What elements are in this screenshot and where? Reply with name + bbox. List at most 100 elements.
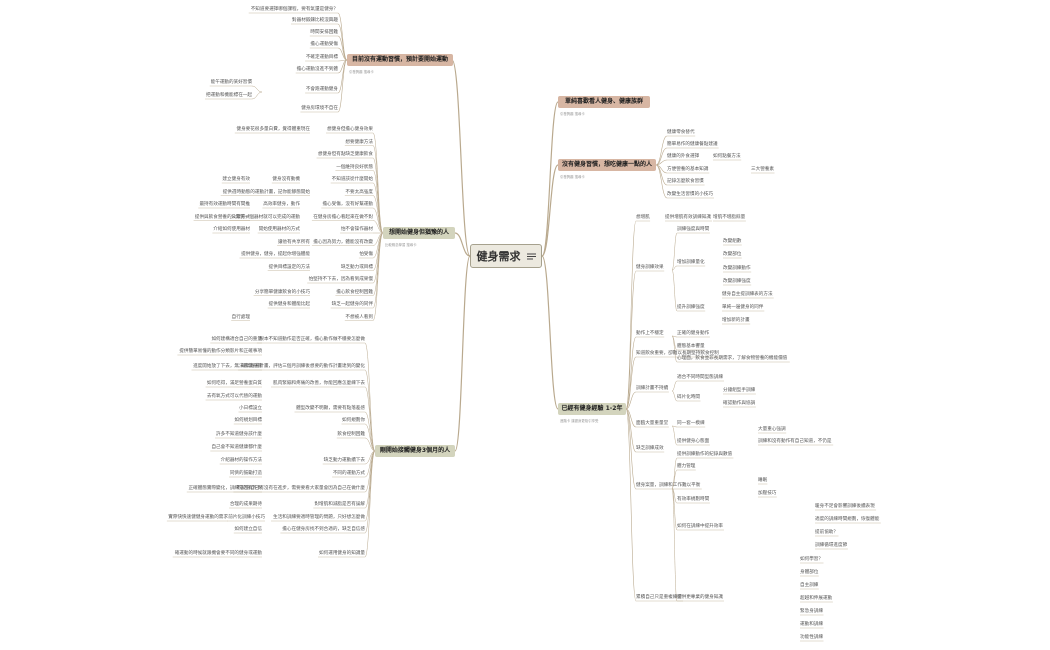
topic-node[interactable]: 如何規划目標: [234, 418, 262, 423]
topic-node[interactable]: 改變訓練動作: [723, 266, 751, 271]
topic-node[interactable]: 正確體態實際變化，訓練是否有不對: [188, 486, 262, 491]
topic-node[interactable]: 健康的外食選擇: [667, 154, 700, 159]
topic-node[interactable]: 體態基本響量: [677, 344, 705, 349]
topic-node[interactable]: 缺乏訓練成效: [636, 446, 664, 451]
topic-node[interactable]: 訓練循環進度節: [815, 543, 848, 548]
topic-node[interactable]: 提供健身和體能比起: [268, 302, 310, 307]
topic-node[interactable]: 時間安排困難: [310, 30, 338, 35]
topic-node[interactable]: 前片化訓練小技巧: [228, 515, 265, 520]
topic-node[interactable]: 適合不同時間型態訓練: [677, 375, 723, 380]
topic-node[interactable]: 缺乏動力或目標: [340, 264, 373, 270]
topic-node[interactable]: 改變組數: [723, 239, 742, 244]
topic-node[interactable]: 體力管理: [677, 464, 696, 469]
topic-node[interactable]: 生活和訓練要適時管理的問題，只好想怎麼做: [273, 515, 365, 520]
topic-node[interactable]: 提供健身心態面: [677, 439, 710, 444]
topic-node[interactable]: 簡單易作的健康餐點建議: [667, 142, 718, 147]
topic-node[interactable]: 高效率健身，動作: [263, 202, 300, 207]
topic-node[interactable]: 健身訓練效果: [636, 265, 664, 270]
topic-node[interactable]: 不想被人看到: [345, 314, 373, 320]
topic-node[interactable]: 改變訓練強度: [723, 279, 751, 284]
topic-node[interactable]: 提供週時動態的運動計畫，記你能靜態開始: [222, 189, 310, 195]
topic-node[interactable]: 大量重心強調: [758, 427, 786, 432]
topic-node[interactable]: 正確的健身動作: [677, 331, 710, 336]
topic-node[interactable]: 加壓技巧: [758, 491, 777, 496]
topic-node[interactable]: 超越和伸展運動: [800, 596, 833, 601]
topic-node[interactable]: 分鐘組型手訓練: [723, 388, 756, 393]
topic-node[interactable]: 不確定運動目標: [305, 55, 338, 60]
topic-node[interactable]: 缺乏一起健身的同伴: [331, 302, 373, 307]
topic-node[interactable]: 知道飲食重要，卻難以長期堅持飲食控制: [636, 351, 719, 356]
topic-node[interactable]: 方便營養的基本知識: [667, 167, 709, 172]
topic-node[interactable]: 健身房環境不自在: [301, 106, 338, 111]
branch-experienced[interactable]: 已經有健身經驗 1-2年: [558, 403, 626, 415]
topic-node[interactable]: 根本不知道動作是否正確，擔心動作做不穩要怎麼做: [259, 337, 365, 342]
topic-node[interactable]: 想健身但擔心健身效果: [327, 127, 373, 132]
topic-node[interactable]: 提供與飲食營養的公眾方式: [194, 214, 250, 220]
topic-node[interactable]: 增肌不增脂餘量: [713, 215, 746, 220]
topic-node[interactable]: 提升訓練強度: [677, 305, 705, 310]
topic-node[interactable]: 介紹器材的操作方法: [220, 458, 262, 463]
topic-node[interactable]: 不知道該從什麼開始: [331, 177, 373, 182]
topic-node[interactable]: 擔心在健身房找不到合適的，缺乏自信感: [282, 527, 365, 532]
topic-node[interactable]: 三大營養素: [751, 167, 774, 172]
topic-node[interactable]: 如何學習？: [800, 557, 823, 562]
branch-hesitant[interactable]: 想開始健身但猶豫的人: [383, 227, 455, 239]
topic-node[interactable]: 同儕的鼓勵打造: [229, 471, 262, 476]
topic-node[interactable]: 健身案量，訓練和工作難以平衡: [636, 483, 701, 488]
topic-node[interactable]: 介紹如何使用器材: [213, 227, 250, 232]
topic-node[interactable]: 改變部位: [723, 252, 742, 257]
topic-node[interactable]: 去有氧方式可以代替的運動: [206, 394, 262, 399]
topic-node[interactable]: 想要健康方法: [345, 139, 373, 145]
central-topic[interactable]: 健身需求: [470, 244, 542, 268]
topic-node[interactable]: 如何建構適合自己的重量: [211, 337, 262, 342]
topic-node[interactable]: 怕堅持不下去，因為看到成果慢: [308, 277, 373, 282]
topic-node[interactable]: 睡眠: [758, 478, 768, 483]
topic-node[interactable]: 運動和訓練: [800, 622, 823, 627]
topic-node[interactable]: 不會跑運動健身: [305, 87, 338, 92]
topic-node[interactable]: 擔心飲食控制困難: [336, 289, 373, 295]
topic-node[interactable]: 功能性訓練: [800, 635, 823, 640]
topic-node[interactable]: 提供訓練動作的紀錄與數值: [677, 452, 733, 457]
topic-node[interactable]: 身體部位: [800, 570, 819, 575]
topic-node[interactable]: 分享簡單健康飲食的小技巧: [254, 289, 310, 295]
topic-node[interactable]: 有效率規劃時間: [677, 497, 710, 502]
topic-node[interactable]: 如何吃得，滿足營養蛋白質: [206, 381, 262, 386]
topic-node[interactable]: 只需要一個器材就可以完成的運動: [231, 214, 300, 220]
topic-node[interactable]: 暖身不足會影響訓練後續表現: [815, 504, 875, 509]
topic-node[interactable]: 飲食控制困難: [337, 432, 365, 437]
topic-node[interactable]: 進度開始放了下去，無法看健身課: [193, 364, 262, 369]
topic-node[interactable]: 心理面，飲食並非長期需求，了解食物營養的機能價值: [677, 356, 788, 361]
topic-node[interactable]: 合理的成果期待: [229, 502, 262, 507]
topic-node[interactable]: 確認動作與協調: [723, 401, 756, 406]
topic-node[interactable]: 單純一邊健身的同伴: [722, 305, 764, 310]
topic-node[interactable]: 如何建立自信: [234, 527, 262, 532]
menu-lines-icon[interactable]: [526, 253, 536, 260]
topic-node[interactable]: 對增肌和減脂是否有誤解: [314, 502, 365, 507]
topic-node[interactable]: 訓練計畫不持續: [636, 386, 669, 391]
topic-node[interactable]: 如何點餐方法: [713, 154, 741, 159]
topic-node[interactable]: 一個維持良好狀態: [336, 164, 373, 170]
branch-no-exercise-habit[interactable]: 目前沒有運動習慣，預計要開始運動: [347, 54, 453, 66]
topic-node[interactable]: 許多不知道健身該什麼: [216, 432, 262, 437]
topic-node[interactable]: 體型改變不明顯，需要有點落差感: [296, 406, 365, 411]
topic-node[interactable]: 把運動和機能標在一起: [206, 93, 252, 98]
topic-node[interactable]: 最持有效運動時間有間推: [199, 202, 250, 207]
branch-fitness-fans[interactable]: 單純喜歡看人健身、健康族群: [558, 96, 650, 108]
topic-node[interactable]: 想健身但有點缺乏健康飲食: [317, 152, 373, 157]
topic-node[interactable]: 怕不會操作器材: [340, 227, 373, 232]
topic-node[interactable]: 實際快快速健健身運動的需求: [168, 515, 228, 520]
topic-node[interactable]: 如何在訓練中提升效率: [677, 524, 723, 529]
topic-node[interactable]: 想增肌: [636, 215, 650, 220]
topic-node[interactable]: 建立健身有效: [222, 177, 250, 182]
topic-node[interactable]: 改變生活習慣的小技巧: [667, 192, 713, 197]
topic-node[interactable]: 增加新的計畫: [722, 318, 750, 323]
branch-beginner-3-months[interactable]: 剛開始接觸健身3個月的人: [375, 445, 455, 457]
topic-node[interactable]: 擔心運動受傷: [310, 42, 338, 47]
topic-node[interactable]: 健身自主提訓練表的方法: [722, 292, 773, 297]
topic-node[interactable]: 在健身房擔心看起來在做不對: [313, 214, 373, 220]
topic-node[interactable]: 同一套一模練: [677, 421, 705, 426]
topic-node[interactable]: 怕受傷: [359, 252, 373, 257]
topic-node[interactable]: 擔心因為努力，體能沒有改變: [313, 239, 373, 245]
topic-node[interactable]: 健身要花很多量白費，覺得體重現在: [236, 127, 310, 132]
topic-node[interactable]: 提供增肌有效訓練知識: [665, 215, 711, 220]
